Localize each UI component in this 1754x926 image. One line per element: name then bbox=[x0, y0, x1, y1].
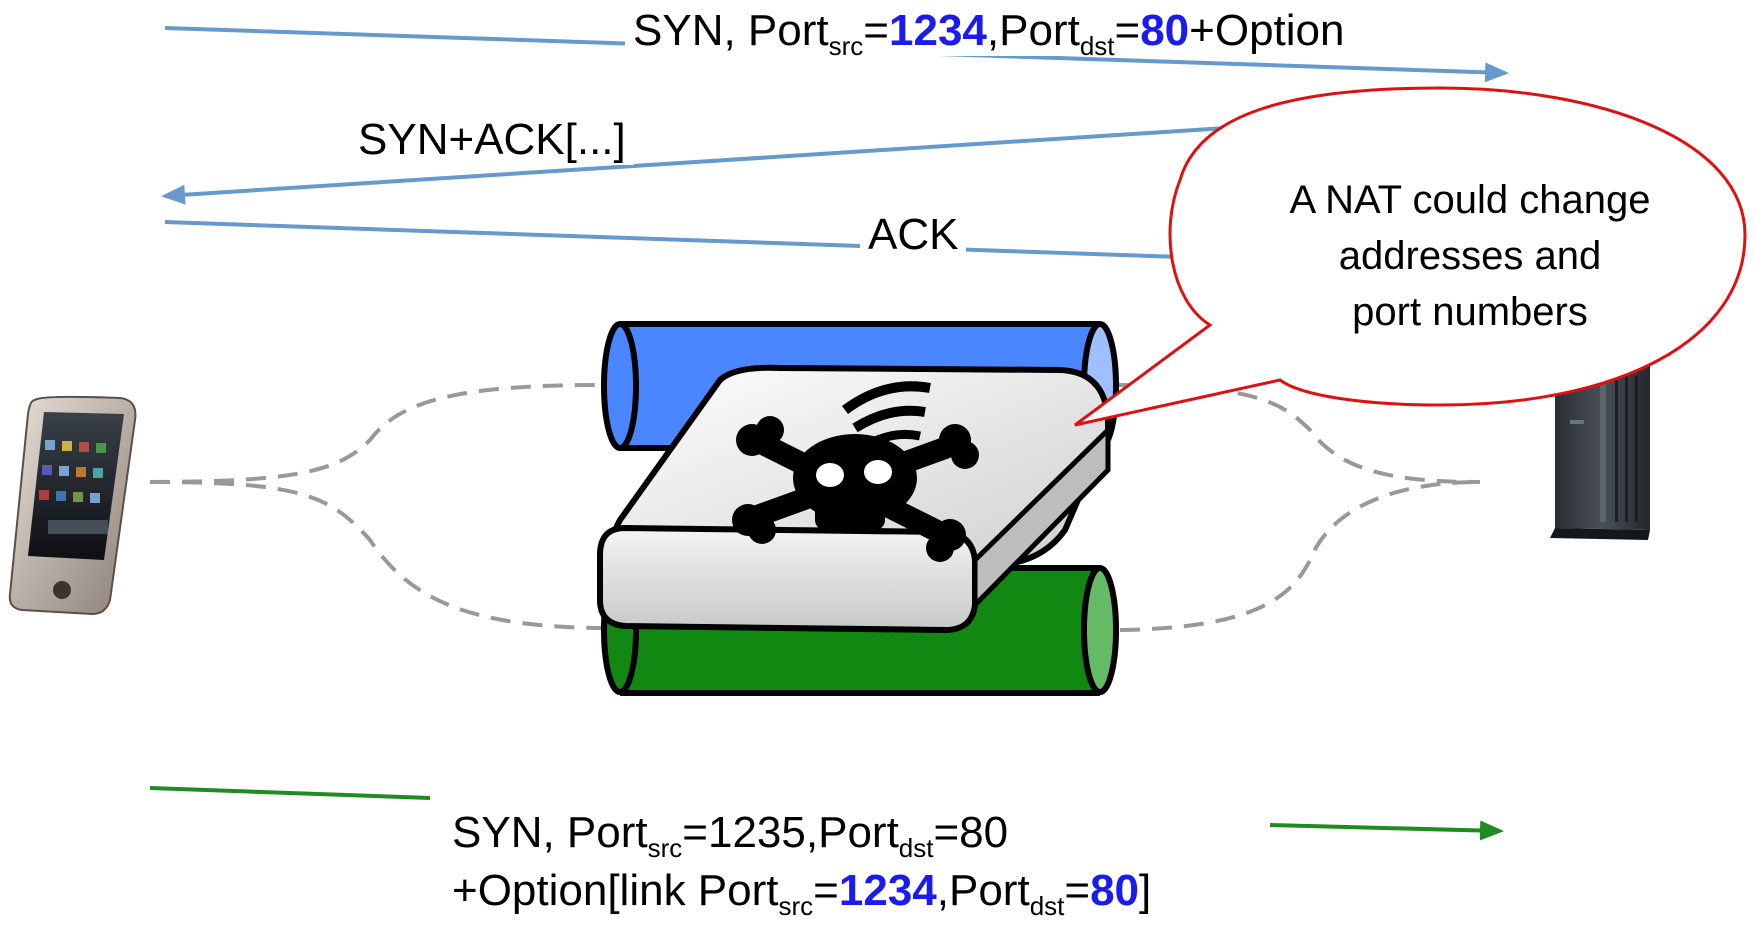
syn-dst-subscript: dst bbox=[1079, 31, 1115, 61]
syn-src-port: 1234 bbox=[889, 6, 987, 55]
nat-callout-bubble bbox=[1074, 86, 1747, 427]
server-tower-icon bbox=[1550, 360, 1650, 540]
subflow-line2-src-subscript: src bbox=[778, 891, 814, 921]
subflow-line2-suffix: ] bbox=[1139, 866, 1152, 915]
upper-path-left bbox=[149, 383, 601, 484]
synack-arrow bbox=[161, 120, 1321, 205]
middlebox-front-face bbox=[597, 524, 978, 634]
ack-arrow bbox=[164, 220, 1211, 260]
synack-label: SYN+ACK[...] bbox=[350, 115, 634, 165]
syn-src-subscript: src bbox=[828, 31, 864, 61]
subflow-syn-arrow-left bbox=[149, 786, 431, 800]
subflow-line1-dst-subscript: dst bbox=[898, 833, 934, 863]
subflow-line1-src: =1235 bbox=[682, 808, 806, 857]
callout-line-1: A NAT could change bbox=[1289, 178, 1651, 222]
subflow-line1-dst: =80 bbox=[933, 808, 1009, 857]
nat-middlebox-icon bbox=[597, 364, 1112, 634]
syn-label-suffix: +Option bbox=[1189, 6, 1345, 55]
ack-label: ACK bbox=[860, 210, 967, 260]
subflow-line2-eq1: = bbox=[813, 866, 839, 915]
syn-label-prefix: SYN, Port bbox=[633, 6, 829, 55]
lower-path-right bbox=[1119, 480, 1481, 632]
subflow-line1-mid: ,Port bbox=[805, 808, 899, 857]
subflow-line2-src-port: 1234 bbox=[838, 866, 937, 915]
subflow-syn-arrow-right bbox=[1269, 820, 1504, 841]
subflow-line2-eq2: = bbox=[1064, 866, 1091, 915]
subflow-line2-dst-port: 80 bbox=[1090, 866, 1140, 915]
lower-path-left bbox=[149, 480, 611, 630]
syn-eq2: = bbox=[1114, 6, 1141, 55]
subflow-line1-src-subscript: src bbox=[647, 833, 683, 863]
subflow-line2-prefix: +Option[link Port bbox=[452, 866, 779, 915]
callout-line-2: addresses and bbox=[1338, 234, 1602, 278]
subflow-line1-prefix: SYN, Port bbox=[452, 808, 648, 857]
subflow-syn-label-line2: +Option[link Portsrc=1234,Portdst=80] bbox=[444, 866, 1160, 919]
skull-crossbones-icon bbox=[732, 381, 979, 562]
syn-label: SYN, Portsrc=1234,Portdst=80+Option bbox=[625, 6, 1353, 59]
subflow-line2-mid: ,Port bbox=[936, 866, 1030, 915]
syn-dst-port: 80 bbox=[1140, 6, 1190, 55]
syn-eq1: = bbox=[863, 6, 889, 55]
callout-line-3: port numbers bbox=[1352, 290, 1588, 334]
subflow-syn-label-line1: SYN, Portsrc=1235,Portdst=80 bbox=[444, 808, 1017, 861]
subflow-line2-dst-subscript: dst bbox=[1029, 891, 1065, 921]
callout-text: A NAT could change addresses and port nu… bbox=[1250, 172, 1690, 340]
smartphone-icon bbox=[8, 395, 137, 616]
syn-label-mid: ,Port bbox=[986, 6, 1080, 55]
second-flow-arrows bbox=[149, 786, 1504, 841]
